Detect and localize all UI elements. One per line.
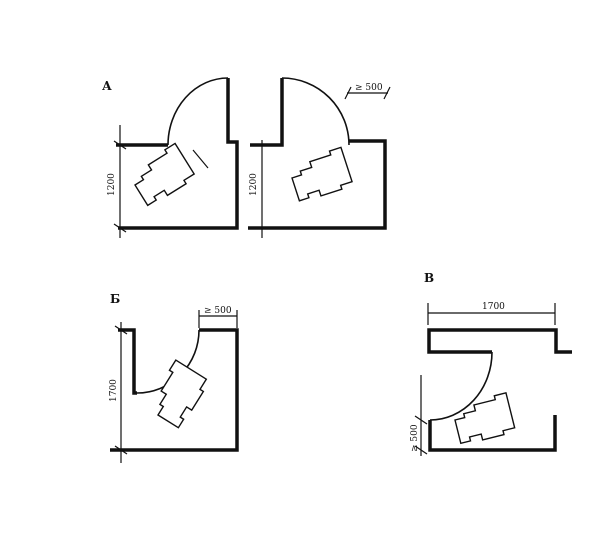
wheelchair [145,359,211,430]
panel-b: Б 1700 ≥ 500 [109,292,239,463]
dimension-500: ≥ 500 [355,83,383,93]
panel-label-v: В [424,271,434,285]
panel-a-left: А 1200 [102,77,239,238]
wall [427,328,572,354]
wall [428,415,557,452]
wall [248,139,387,230]
panel-a-right: 1200 ≥ 500 [248,77,391,238]
panel-v: В 1700 ≥ 500 [410,271,572,456]
door-swing-arc [281,77,350,146]
wall [250,78,284,147]
dimension-1700: 1700 [109,379,119,402]
door-swing-arc [167,77,229,146]
wheelchair [450,392,517,446]
wall [110,328,239,452]
wall [118,78,239,230]
panel-label-a: А [102,79,112,93]
dimension-1200: 1200 [107,173,117,196]
wheelchair [286,146,354,204]
dimension-1200: 1200 [249,173,259,196]
door-swing-arc [429,351,493,421]
panel-label-b: Б [110,292,120,306]
dimension-500: ≥ 500 [410,424,420,452]
dimension-1700: 1700 [482,302,505,312]
wall [118,328,137,395]
wheelchair [126,142,197,208]
dimension-500: ≥ 500 [204,306,232,316]
